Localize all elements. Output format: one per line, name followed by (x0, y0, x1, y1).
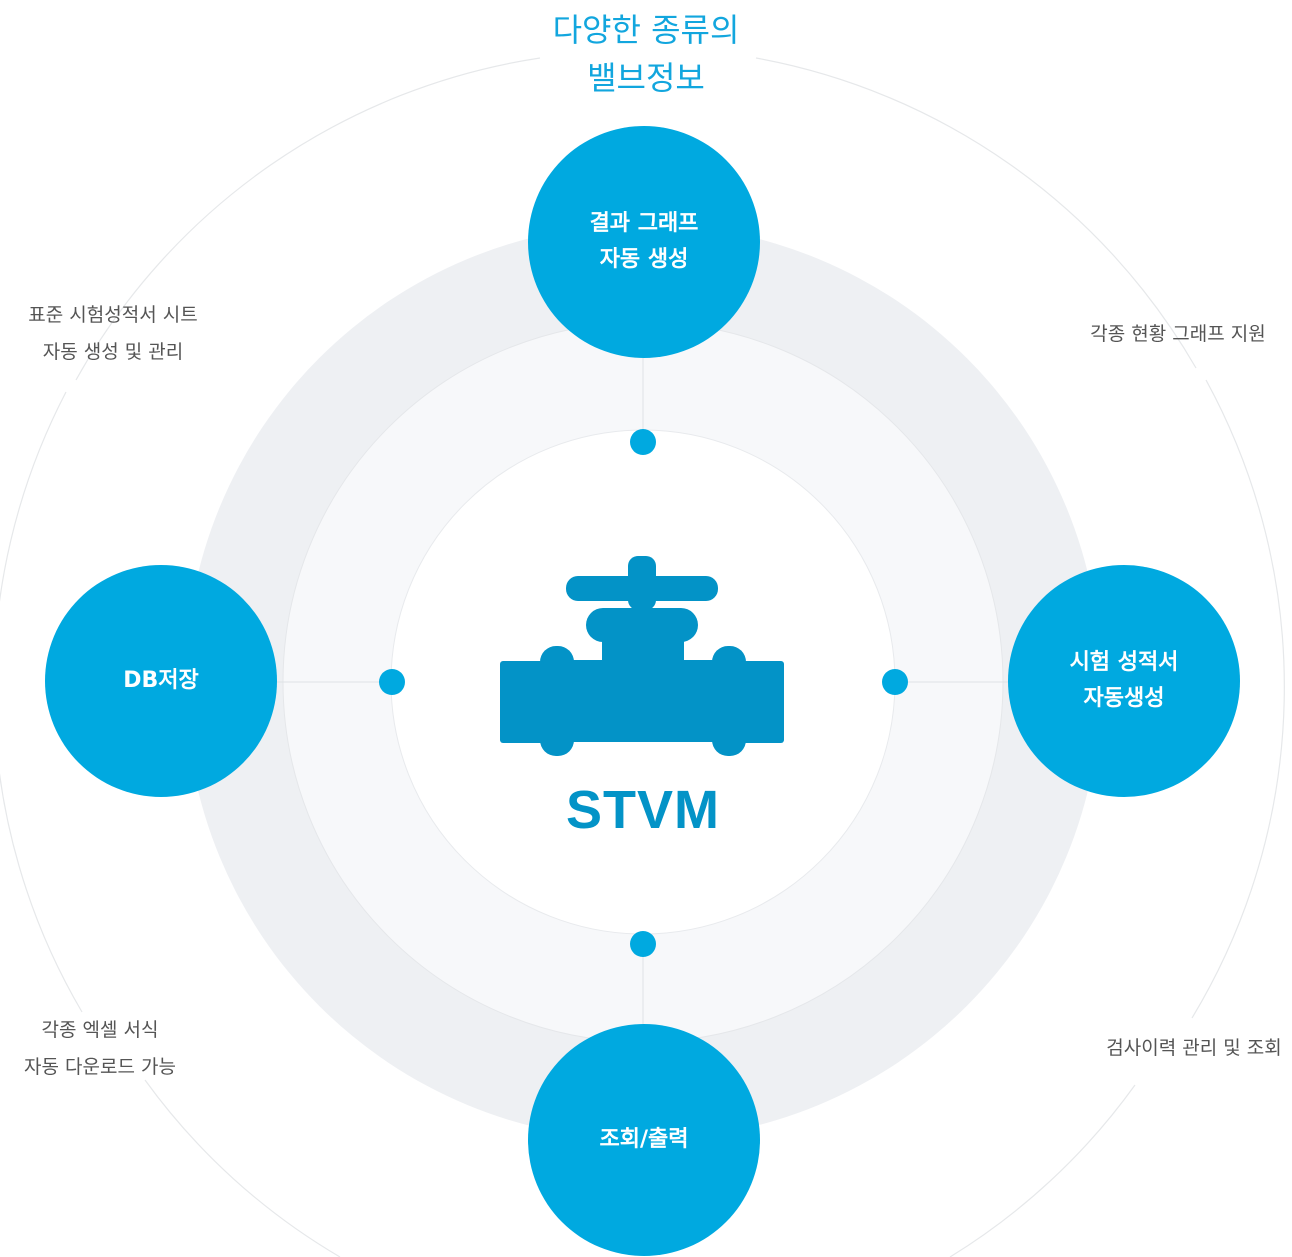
node-label-line-2: 자동생성 (1083, 686, 1165, 711)
feature-inspection-history: 검사이력 관리 및 조회 (1078, 1030, 1292, 1067)
feature-line-1: 각종 현황 그래프 지원 (1090, 323, 1266, 345)
connector-lines (277, 358, 1008, 1024)
dot-right (882, 669, 908, 695)
feature-line-2: 자동 다운로드 가능 (24, 1056, 176, 1078)
feature-excel-download: 각종 엑셀 서식 자동 다운로드 가능 (0, 1012, 200, 1086)
node-db-storage: DB저장 (45, 565, 277, 797)
dot-top (630, 429, 656, 455)
node-label-line-1: DB저장 (123, 668, 199, 693)
dot-left (379, 669, 405, 695)
node-result-graph: 결과 그래프 자동 생성 (528, 126, 760, 358)
valve-icon (500, 556, 784, 756)
node-label-line-1: 결과 그래프 (589, 211, 699, 236)
center-label: STVM (565, 780, 720, 840)
node-label-line-2: 자동 생성 (599, 247, 689, 272)
feature-status-graphs: 각종 현황 그래프 지원 (1060, 316, 1292, 353)
feature-line-2: 자동 생성 및 관리 (42, 341, 184, 363)
diagram-title: 다양한 종류의 밸브정보 (446, 6, 846, 102)
node-test-report: 시험 성적서 자동생성 (1008, 565, 1240, 797)
node-label-line-1: 조회/출력 (599, 1127, 689, 1152)
outer-circle (0, 57, 1285, 1257)
title-line-2: 밸브정보 (587, 59, 705, 97)
title-line-1: 다양한 종류의 (552, 11, 740, 49)
feature-standard-report-sheet: 표준 시험성적서 시트 자동 생성 및 관리 (0, 297, 226, 371)
feature-line-1: 각종 엑셀 서식 (41, 1019, 159, 1041)
connector-dots (379, 429, 908, 957)
dot-bottom (630, 931, 656, 957)
feature-line-1: 검사이력 관리 및 조회 (1106, 1037, 1282, 1059)
feature-line-1: 표준 시험성적서 시트 (28, 304, 198, 326)
node-label-line-1: 시험 성적서 (1069, 650, 1179, 675)
node-query-output: 조회/출력 (528, 1024, 760, 1256)
